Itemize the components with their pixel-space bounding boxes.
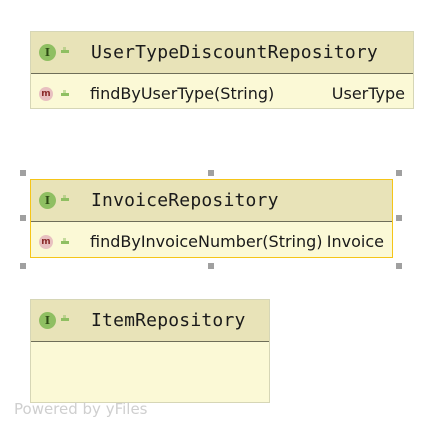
node-title: UserTypeDiscountRepository [91,42,378,63]
interface-icon: I [39,312,56,329]
public-icon [61,238,69,244]
public-icon [61,90,69,96]
method-icon: m [39,235,53,249]
class-node-itemrepository[interactable]: I ItemRepository [30,299,270,403]
method-row[interactable]: m findByUserType(String) UserType [31,80,413,106]
node-header: I InvoiceRepository [31,180,392,222]
public-icon [61,195,69,201]
selection-handle[interactable] [208,170,214,176]
selection-handle[interactable] [396,263,402,269]
interface-icon: I [39,192,56,209]
interface-icon: I [39,44,56,61]
method-icon: m [39,87,53,101]
public-icon [61,47,69,53]
watermark: Powered by yFiles [14,400,148,418]
method-row[interactable]: m findByInvoiceNumber(String) Invoice [31,228,392,254]
class-node-invoicerepository[interactable]: I InvoiceRepository m findByInvoiceNumbe… [30,179,393,258]
method-signature: findByInvoiceNumber(String) [90,232,323,251]
method-signature: findByUserType(String) [90,84,275,103]
selection-handle[interactable] [20,170,26,176]
selection-handle[interactable] [20,263,26,269]
method-return-type: UserType [331,84,405,103]
selection-handle[interactable] [20,215,26,221]
selection-handle[interactable] [208,263,214,269]
node-header: I ItemRepository [31,300,269,342]
class-node-usertypediscountrepository[interactable]: I UserTypeDiscountRepository m findByUse… [30,31,414,109]
method-return-type: Invoice [326,232,384,251]
node-title: ItemRepository [91,310,246,331]
selection-handle[interactable] [396,170,402,176]
selection-handle[interactable] [396,215,402,221]
node-header: I UserTypeDiscountRepository [31,32,413,74]
node-title: InvoiceRepository [91,190,279,211]
public-icon [61,315,69,321]
